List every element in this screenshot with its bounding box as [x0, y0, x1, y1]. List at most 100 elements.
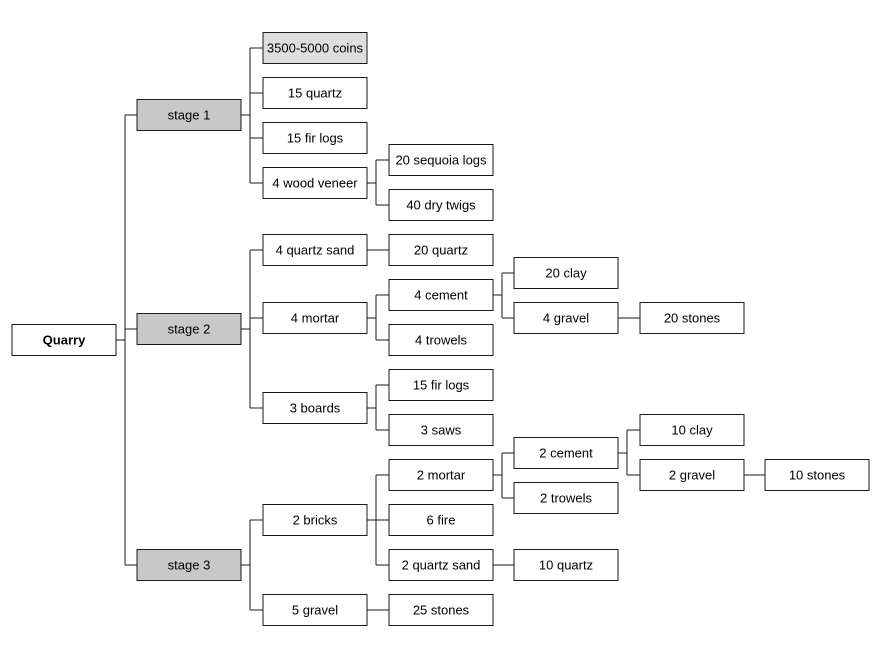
node-s3-bricks: 2 bricks	[262, 504, 368, 536]
node-s3-clay: 10 clay	[639, 414, 745, 446]
node-sequoia-logs: 20 sequoia logs	[388, 144, 494, 176]
node-s1-quartz: 15 quartz	[262, 77, 368, 109]
node-stage-3: stage 3	[136, 549, 242, 581]
node-label: 3 saws	[421, 422, 462, 437]
node-box	[513, 437, 619, 469]
node-label: 25 stones	[413, 602, 470, 617]
node-s3-fire: 6 fire	[388, 504, 494, 536]
node-box	[513, 302, 619, 334]
node-label: 40 dry twigs	[406, 197, 476, 212]
node-label: 2 quartz sand	[402, 557, 481, 572]
node-box	[388, 144, 494, 176]
node-box	[388, 414, 494, 446]
node-box	[262, 392, 368, 424]
node-label: 20 stones	[664, 310, 721, 325]
node-label: 10 quartz	[539, 557, 593, 572]
node-label: 4 cement	[414, 287, 468, 302]
node-box	[136, 99, 242, 131]
node-box	[388, 549, 494, 581]
node-box	[136, 313, 242, 345]
node-label: 2 mortar	[417, 467, 466, 482]
node-box	[262, 32, 368, 64]
node-s1-fir-logs: 15 fir logs	[262, 122, 368, 154]
node-label: 4 trowels	[415, 332, 468, 347]
node-label: 15 fir logs	[287, 130, 344, 145]
node-coins: 3500-5000 coins	[262, 32, 368, 64]
node-label: 4 wood veneer	[272, 175, 358, 190]
node-label: 4 quartz sand	[276, 242, 355, 257]
node-box	[388, 369, 494, 401]
node-s2-trowels: 4 trowels	[388, 324, 494, 356]
node-box	[388, 504, 494, 536]
node-label: 4 mortar	[291, 310, 340, 325]
node-label: 20 quartz	[414, 242, 468, 257]
node-label: 2 cement	[539, 445, 593, 460]
node-stage-2: stage 2	[136, 313, 242, 345]
node-box	[513, 482, 619, 514]
node-box	[388, 324, 494, 356]
node-s3-cement-stones: 10 stones	[764, 459, 870, 491]
node-label: stage 2	[168, 321, 211, 336]
node-box	[262, 122, 368, 154]
node-s2-quartz-sand: 4 quartz sand	[262, 234, 368, 266]
node-box	[513, 549, 619, 581]
node-s3-quartz: 10 quartz	[513, 549, 619, 581]
node-box	[262, 77, 368, 109]
node-box	[262, 504, 368, 536]
node-box	[388, 459, 494, 491]
node-label: 3 boards	[290, 400, 341, 415]
node-label: stage 1	[168, 107, 211, 122]
node-box	[639, 459, 745, 491]
node-s3-quartz-sand: 2 quartz sand	[388, 549, 494, 581]
node-dry-twigs: 40 dry twigs	[388, 189, 494, 221]
node-s2-boards: 3 boards	[262, 392, 368, 424]
node-label: 4 gravel	[543, 310, 589, 325]
node-box	[136, 549, 242, 581]
node-label: Quarry	[43, 332, 86, 347]
node-stage-1: stage 1	[136, 99, 242, 131]
node-box	[639, 414, 745, 446]
node-label: 6 fire	[427, 512, 456, 527]
node-s3-mortar: 2 mortar	[388, 459, 494, 491]
node-box	[262, 234, 368, 266]
node-quarry: Quarry	[11, 324, 117, 356]
node-s2-fir-logs: 15 fir logs	[388, 369, 494, 401]
node-box	[262, 302, 368, 334]
node-wood-veneer: 4 wood veneer	[262, 167, 368, 199]
node-label: 15 fir logs	[413, 377, 470, 392]
node-box	[764, 459, 870, 491]
node-box	[388, 234, 494, 266]
node-s3-stones: 25 stones	[388, 594, 494, 626]
node-label: 3500-5000 coins	[267, 40, 364, 55]
node-box	[513, 257, 619, 289]
node-s2-saws: 3 saws	[388, 414, 494, 446]
node-box	[388, 189, 494, 221]
node-label: 10 clay	[671, 422, 713, 437]
node-s2-mortar: 4 mortar	[262, 302, 368, 334]
node-s3-gravel: 5 gravel	[262, 594, 368, 626]
node-label: 2 bricks	[293, 512, 338, 527]
node-s2-quartz: 20 quartz	[388, 234, 494, 266]
node-box	[388, 279, 494, 311]
node-box	[639, 302, 745, 334]
node-label: stage 3	[168, 557, 211, 572]
node-s3-cement: 2 cement	[513, 437, 619, 469]
node-box	[262, 167, 368, 199]
node-s3-cement-gravel: 2 gravel	[639, 459, 745, 491]
node-s2-gravel: 4 gravel	[513, 302, 619, 334]
node-label: 15 quartz	[288, 85, 342, 100]
node-label: 20 sequoia logs	[395, 152, 487, 167]
node-label: 5 gravel	[292, 602, 338, 617]
node-box	[388, 594, 494, 626]
node-label: 2 trowels	[540, 490, 593, 505]
node-s3-trowels: 2 trowels	[513, 482, 619, 514]
node-label: 20 clay	[545, 265, 587, 280]
node-s2-stones: 20 stones	[639, 302, 745, 334]
node-label: 10 stones	[789, 467, 846, 482]
connector-layer	[116, 47, 765, 611]
node-label: 2 gravel	[669, 467, 715, 482]
node-s2-cement: 4 cement	[388, 279, 494, 311]
node-layer: Quarry stage 1 3500-5000 coins 15 quartz 15 …	[11, 32, 870, 626]
node-box	[262, 594, 368, 626]
